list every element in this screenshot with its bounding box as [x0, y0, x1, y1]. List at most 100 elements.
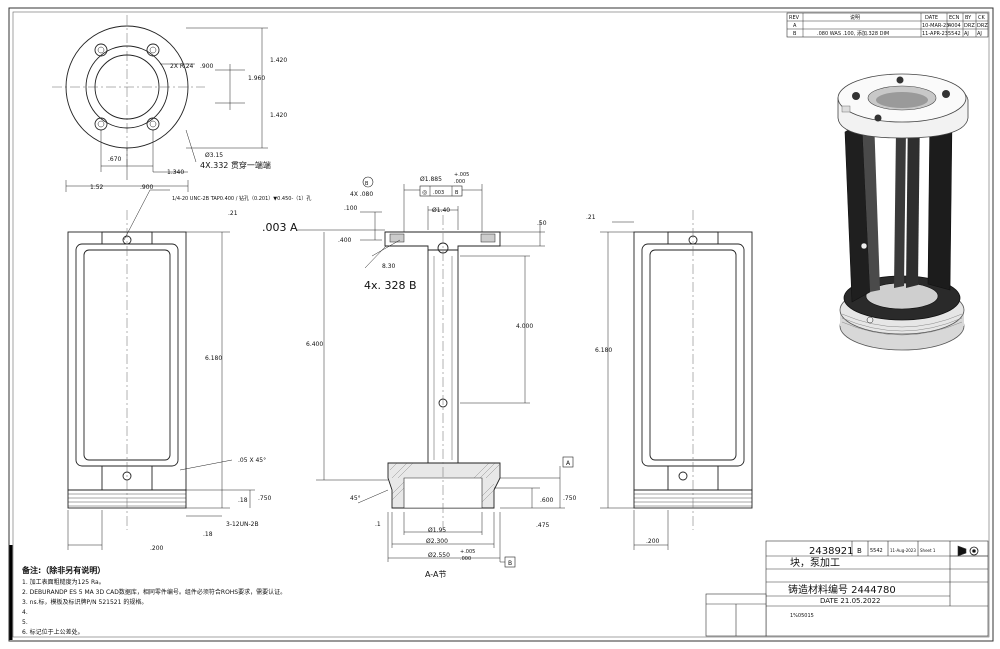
- thru-hole-note: 4X.332 贯穿一端端: [200, 160, 271, 170]
- right-dim-21: .21: [586, 214, 596, 221]
- left-dim-21: .21: [228, 210, 238, 217]
- rev-a-date: 10-MAR-23: [922, 23, 949, 29]
- tol-minus-1885: .000: [454, 179, 465, 185]
- title-block: [705, 540, 989, 637]
- tap-note: 1/4-20 UNC-2B TAP0.400 / 钻孔（0.201）▼0.450…: [172, 195, 311, 202]
- datum-b-flag-letter: B: [508, 560, 512, 567]
- rev-header-ecn: ECN: [949, 15, 960, 21]
- tol-plus-2550: +.005: [460, 549, 475, 555]
- dim-2x-r24: 2X R.24: [170, 63, 194, 70]
- datum-b-flag: [504, 556, 516, 568]
- rev-header-by: BY: [965, 15, 972, 21]
- part-number: 2438921: [809, 546, 854, 557]
- rev-b-date: 11-APR-23: [922, 31, 948, 37]
- dim-152: 1.52: [90, 184, 104, 191]
- isometric-part-render: [837, 73, 969, 351]
- dim-1: .1: [375, 521, 381, 528]
- dim-6400: 6.400: [306, 341, 323, 348]
- rev-header-rev: REV: [789, 15, 800, 21]
- top-view-labels: 2X R.24 .900 1.960 1.420 1.420 Ø3.15 4X.…: [90, 57, 287, 191]
- note-line-3-mark: ns.: [29, 599, 39, 606]
- dim-dia-1885: Ø1.885: [420, 176, 442, 183]
- dim-900-a: .900: [200, 63, 214, 70]
- dim-830: 8.30: [382, 263, 396, 270]
- left-dim-18-b: .18: [203, 531, 213, 538]
- inner-border: [12, 11, 990, 638]
- outer-border: [8, 7, 994, 642]
- base-part-number: 1%05015: [790, 613, 814, 619]
- rev-a-by: DRZ: [964, 23, 975, 29]
- dim-dia-2300: Ø2.300: [426, 538, 448, 545]
- datum-callout-circle: [362, 176, 374, 188]
- rev-b-by: AJ: [964, 31, 969, 37]
- right-view-labels: .21 6.180 .200: [586, 214, 660, 545]
- right-dim-6180: 6.180: [595, 347, 612, 354]
- callout-b-letter: B: [365, 181, 369, 187]
- dim-dia-315: Ø3.15: [205, 152, 223, 159]
- date-line: DATE 21.05.2022: [820, 597, 881, 605]
- tol-minus-2550: .000: [460, 556, 471, 562]
- note-line-5: 5.: [22, 619, 28, 626]
- left-dim-750: .750: [258, 495, 272, 502]
- dim-670: .670: [108, 156, 122, 163]
- note-line-3-prefix: 标: [38, 599, 45, 606]
- left-dim-6180: 6.180: [205, 355, 222, 362]
- rev-b-letter: B: [793, 31, 797, 37]
- datum-a-flag: [562, 456, 574, 468]
- note-line-3-num: 3.: [22, 599, 30, 606]
- dim-dia-2550: Ø2.550: [428, 552, 450, 559]
- dim-45deg: 45°: [350, 495, 361, 502]
- right-dim-200: .200: [646, 538, 660, 545]
- dim-1420-bottom: 1.420: [270, 112, 287, 119]
- note-line-2: 2. DEBURANDP ES 5 MA 3D CAD数据库，相同零件编号。组件…: [22, 589, 287, 596]
- tap-hole-icon: [678, 471, 688, 481]
- tol-plus-1885: +.005: [454, 172, 469, 178]
- left-side-view: [67, 189, 255, 550]
- rev-header-desc: 说明: [850, 14, 860, 21]
- datum-b-label: 4x. 328 B: [364, 279, 417, 292]
- gdt-datum: B: [455, 190, 459, 196]
- title-date-small: 11-Aug-2023: [890, 548, 916, 553]
- note-line-3-text: ，模板及标识牌P/N 521521 的规格。: [44, 599, 148, 606]
- part-title: 块，泵加工: [790, 557, 840, 569]
- bolt-hole-icon: [94, 117, 108, 131]
- dim-1960: 1.960: [248, 75, 265, 82]
- rev-b-desc: .080 WAS .100, 添加.328 DIM: [817, 30, 889, 37]
- section-view: [296, 176, 574, 568]
- left-view-labels: 1/4-20 UNC-2B TAP0.400 / 钻孔（0.201）▼0.450…: [150, 195, 311, 552]
- section-label: A-A节: [425, 570, 446, 579]
- bore-circle: [85, 45, 169, 129]
- drawing-notes: 备注:（除非另有说明） 1. 加工表面粗糙度为125 Ra。 2. DEBURA…: [22, 566, 462, 638]
- dim-750-section: .750: [563, 495, 577, 502]
- note-line-6: 6. 标记位于上公差处。: [22, 629, 84, 636]
- gdt-value: .003: [433, 190, 444, 196]
- left-dim-200: .200: [150, 545, 164, 552]
- material-number: 铸造材料编号 2444780: [788, 583, 896, 596]
- left-dim-18-a: .18: [238, 497, 248, 504]
- dim-900-b: .900: [140, 184, 154, 191]
- rev-a-ck: DRZ: [977, 23, 988, 29]
- datum-a-flag-letter: A: [566, 460, 571, 467]
- title-ecn: 5542: [870, 548, 883, 554]
- dim-1340: 1.340: [167, 169, 184, 176]
- rev-header-ck: CK: [978, 15, 985, 21]
- datum-a-label: .003 A: [262, 221, 298, 234]
- bolt-hole-icon: [146, 117, 160, 131]
- bore-inner-circle: [94, 54, 160, 120]
- bolt-hole-icon: [94, 43, 108, 57]
- bolt-hole-icon: [146, 43, 160, 57]
- dim-4x-080: 4X .080: [350, 191, 373, 198]
- revision-table: REV 说明 DATE ECN BY CK A 10-MAR-23 4004 D…: [786, 12, 988, 38]
- dim-600: .600: [540, 497, 554, 504]
- note-line-4: 4.: [22, 609, 28, 616]
- title-rev: B: [857, 547, 862, 555]
- rev-a-ecn: 4004: [948, 23, 961, 29]
- top-view: [52, 15, 268, 192]
- dim-dia-195: Ø1.95: [428, 527, 446, 534]
- dim-50: .50: [537, 220, 547, 227]
- rev-a-letter: A: [793, 23, 797, 29]
- section-view-labels: .003 A 4x. 328 B B 4X .080 Ø1.885 +.005 …: [262, 172, 577, 579]
- gdt-concentricity-icon: ◎: [422, 189, 427, 196]
